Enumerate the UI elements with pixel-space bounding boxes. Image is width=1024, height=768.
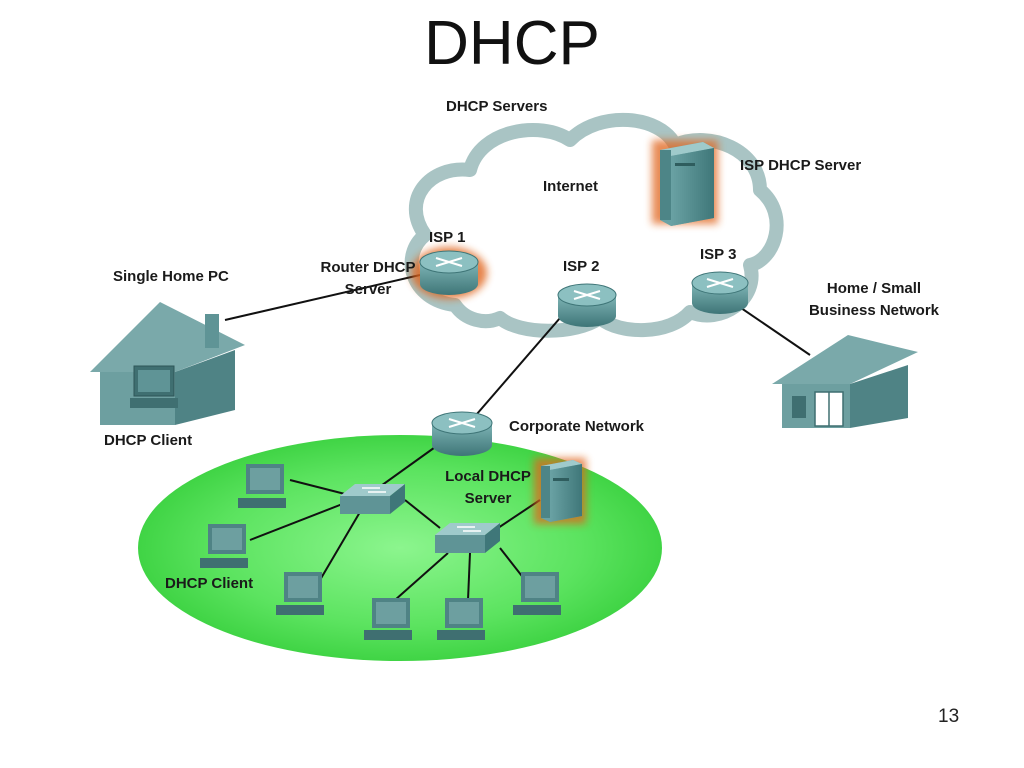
pc-1-icon (238, 464, 286, 508)
dhcp-client-home-label: DHCP Client (104, 432, 193, 449)
link-isp2-corporate (469, 317, 561, 423)
local-dhcp-server-label: Local DHCP Server (428, 466, 548, 510)
router-isp3-icon (691, 271, 749, 314)
pc-5-icon (437, 598, 485, 640)
single-home-house-icon (90, 302, 245, 425)
single-home-pc-label: Single Home PC (113, 268, 229, 285)
home-small-line2: Business Network (808, 302, 940, 319)
switch-1-icon (340, 484, 405, 514)
local-dhcp-line2: Server (464, 490, 512, 507)
pc-2-icon (200, 524, 248, 568)
isp3-label: ISP 3 (700, 246, 737, 263)
link-switch2-local-server (494, 499, 541, 531)
router-dhcp-line1: Router DHCP (320, 259, 416, 276)
link-home-pc-isp1 (224, 274, 421, 321)
local-dhcp-server-icon (534, 458, 586, 524)
switch-2-icon (435, 523, 500, 553)
page-number: 13 (938, 706, 960, 727)
link-switch1-pc3 (319, 511, 361, 581)
link-switch2-pc5 (467, 552, 471, 601)
router-dhcp-server-label: Router DHCP Server (308, 257, 428, 301)
link-switch1-pc1 (289, 479, 346, 495)
pc-6-icon (513, 572, 561, 615)
dhcp-servers-label: DHCP Servers (446, 98, 548, 115)
home-small-business-label: Home / Small Business Network (790, 278, 958, 322)
local-dhcp-line1: Local DHCP (445, 468, 531, 485)
isp-dhcp-server-label: ISP DHCP Server (740, 157, 862, 174)
corporate-network-label: Corporate Network (509, 418, 645, 435)
link-switch2-pc6 (499, 547, 526, 581)
router-dhcp-line2: Server (344, 281, 392, 298)
link-switch2-pc4 (394, 552, 449, 601)
link-switch1-pc2 (249, 502, 346, 541)
dhcp-client-corp-label: DHCP Client (165, 575, 254, 592)
isp1-label: ISP 1 (429, 229, 466, 246)
links (224, 274, 811, 601)
internet-label: Internet (543, 178, 599, 195)
link-switch1-switch2 (404, 499, 441, 529)
pc-3-icon (276, 572, 324, 615)
router-isp2-icon (557, 283, 617, 327)
page-title: DHCP (424, 9, 600, 78)
home-business-house-icon (772, 335, 918, 428)
isp-dhcp-server-icon (652, 140, 718, 226)
pc-4-icon (364, 598, 412, 640)
router-corporate-icon (431, 411, 493, 456)
isp2-label: ISP 2 (563, 258, 600, 275)
router-isp1-icon (411, 247, 487, 299)
home-small-line1: Home / Small (826, 280, 922, 297)
